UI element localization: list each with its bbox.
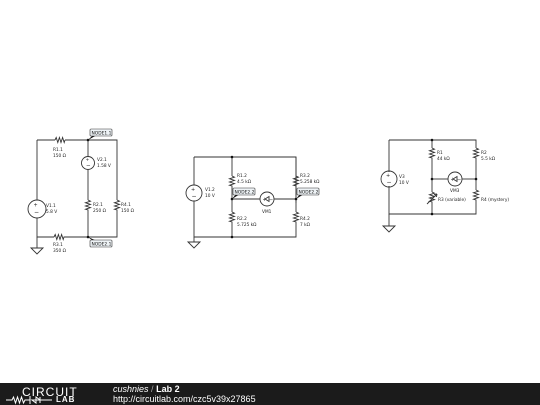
svg-text:+: + (191, 187, 195, 193)
r4-2-name: R4.2 (300, 216, 310, 222)
circuit-3: + − V3 10 V R1 44 kΩ R2 5.5 kΩ R3 (varia… (380, 138, 509, 233)
vm3-voltmeter[interactable]: + − (447, 171, 463, 187)
v1-1-name: V1.1 (46, 203, 56, 209)
v1-1-voltage-source[interactable]: + − (27, 199, 47, 219)
logo-word-circuit: CIRCUIT (22, 385, 78, 399)
svg-text:+: + (34, 203, 38, 209)
svg-text:−: − (387, 179, 392, 186)
r3-1-name: R3.1 (53, 242, 63, 248)
r2-2-name: R2.2 (237, 216, 247, 222)
logo-word-lab: LAB (56, 395, 76, 404)
svg-text:−: − (86, 164, 91, 170)
v1-2-name: V1.2 (205, 187, 215, 193)
r4-2-value: 7 kΩ (300, 222, 311, 228)
v1-2-value: 10 V (205, 193, 215, 199)
svg-text:+: + (263, 197, 267, 203)
logo-resistor-icon (6, 395, 52, 405)
r4-1-resistor[interactable] (113, 199, 121, 216)
circuit-1: + − V1.1 5.8 V R1.1 150 Ω + − V2.1 1.58 … (27, 128, 135, 255)
vm1-name: VM1 (262, 209, 272, 215)
r2-1-name: R2.1 (93, 202, 103, 208)
svg-text:NODE2.2: NODE2.2 (299, 189, 319, 195)
title-separator: / (151, 384, 154, 394)
schematic-canvas: + − V1.1 5.8 V R1.1 150 Ω + − V2.1 1.58 … (27, 128, 509, 255)
r1-value: 44 kΩ (437, 156, 450, 162)
r2-1-value: 250 Ω (93, 208, 107, 214)
r2-value: 5.5 kΩ (481, 156, 496, 162)
r3-1-resistor[interactable] (53, 233, 66, 241)
r4-name: R4 (mystery) (481, 197, 509, 203)
node-2-2-left-label: NODE2.2 (232, 187, 256, 199)
svg-text:−: − (192, 193, 197, 200)
vm3-name: VM3 (450, 188, 460, 194)
v2-1-name: V2.1 (97, 157, 107, 163)
v1-2-voltage-source[interactable]: + − (185, 184, 203, 202)
r2-name: R2 (481, 150, 487, 156)
v2-1-voltage-source[interactable]: + − (81, 156, 95, 170)
svg-text:+: + (86, 157, 90, 163)
r2-resistor[interactable] (472, 147, 480, 162)
node-2-1-label: NODE2.1 (88, 237, 113, 247)
r4-2-resistor[interactable] (292, 211, 300, 226)
r1-2-name: R1.2 (237, 173, 247, 179)
circuit-2: + − V1.2 10 V R1.2 4.5 kΩ R2.2 5.725 kΩ … (185, 155, 320, 249)
svg-text:NODE2.2: NODE2.2 (235, 189, 255, 195)
v3-name: V3 (399, 174, 405, 180)
r2-2-value: 5.725 kΩ (237, 222, 257, 228)
circuit-url[interactable]: http://circuitlab.com/czc5v39x27865 (113, 394, 256, 404)
svg-text:−: − (457, 178, 461, 184)
svg-text:+: + (451, 177, 455, 183)
r1-resistor[interactable] (428, 147, 436, 162)
svg-text:+: + (386, 173, 390, 179)
r1-name: R1 (437, 150, 443, 156)
author-name[interactable]: cushnies (113, 384, 149, 394)
r1-2-value: 4.5 kΩ (237, 179, 252, 185)
circuit-title[interactable]: Lab 2 (156, 384, 180, 394)
r4-1-value: 150 Ω (121, 208, 135, 214)
r4-resistor[interactable] (472, 189, 480, 204)
node-1-1-label: NODE1.1 (88, 128, 113, 140)
r3-variable-resistor[interactable] (426, 191, 438, 206)
r3-2-name: R3.2 (300, 173, 310, 179)
v2-1-value: 1.58 V (97, 163, 111, 169)
r3-2-resistor[interactable] (292, 175, 300, 190)
circuitlab-logo[interactable]: CIRCUIT LAB (6, 384, 106, 405)
r3-1-value: 350 Ω (53, 248, 67, 254)
r1-1-value: 150 Ω (53, 153, 67, 159)
vm1-voltmeter[interactable]: + − (259, 191, 275, 207)
footer-bar: CIRCUIT LAB cushnies / Lab 2 http://circ… (0, 383, 540, 405)
r2-1-resistor[interactable] (84, 199, 92, 216)
v1-1-value: 5.8 V (46, 209, 57, 215)
author-line: cushnies / Lab 2 (113, 384, 180, 394)
r1-1-resistor[interactable] (54, 136, 66, 144)
r4-1-name: R4.1 (121, 202, 131, 208)
node-2-2-right-label: NODE2.2 (296, 187, 320, 199)
r3-name: R3 (variable) (438, 197, 466, 203)
svg-text:−: − (34, 209, 39, 216)
svg-text:NODE2.1: NODE2.1 (92, 241, 112, 247)
v3-voltage-source[interactable]: + − (380, 170, 398, 188)
r1-2-resistor[interactable] (228, 175, 236, 190)
r3-2-value: 5.258 kΩ (300, 179, 320, 185)
r1-1-name: R1.1 (53, 147, 63, 153)
svg-text:NODE1.1: NODE1.1 (92, 130, 112, 136)
svg-text:−: − (269, 198, 273, 204)
r2-2-resistor[interactable] (228, 211, 236, 226)
v3-value: 10 V (399, 180, 409, 186)
